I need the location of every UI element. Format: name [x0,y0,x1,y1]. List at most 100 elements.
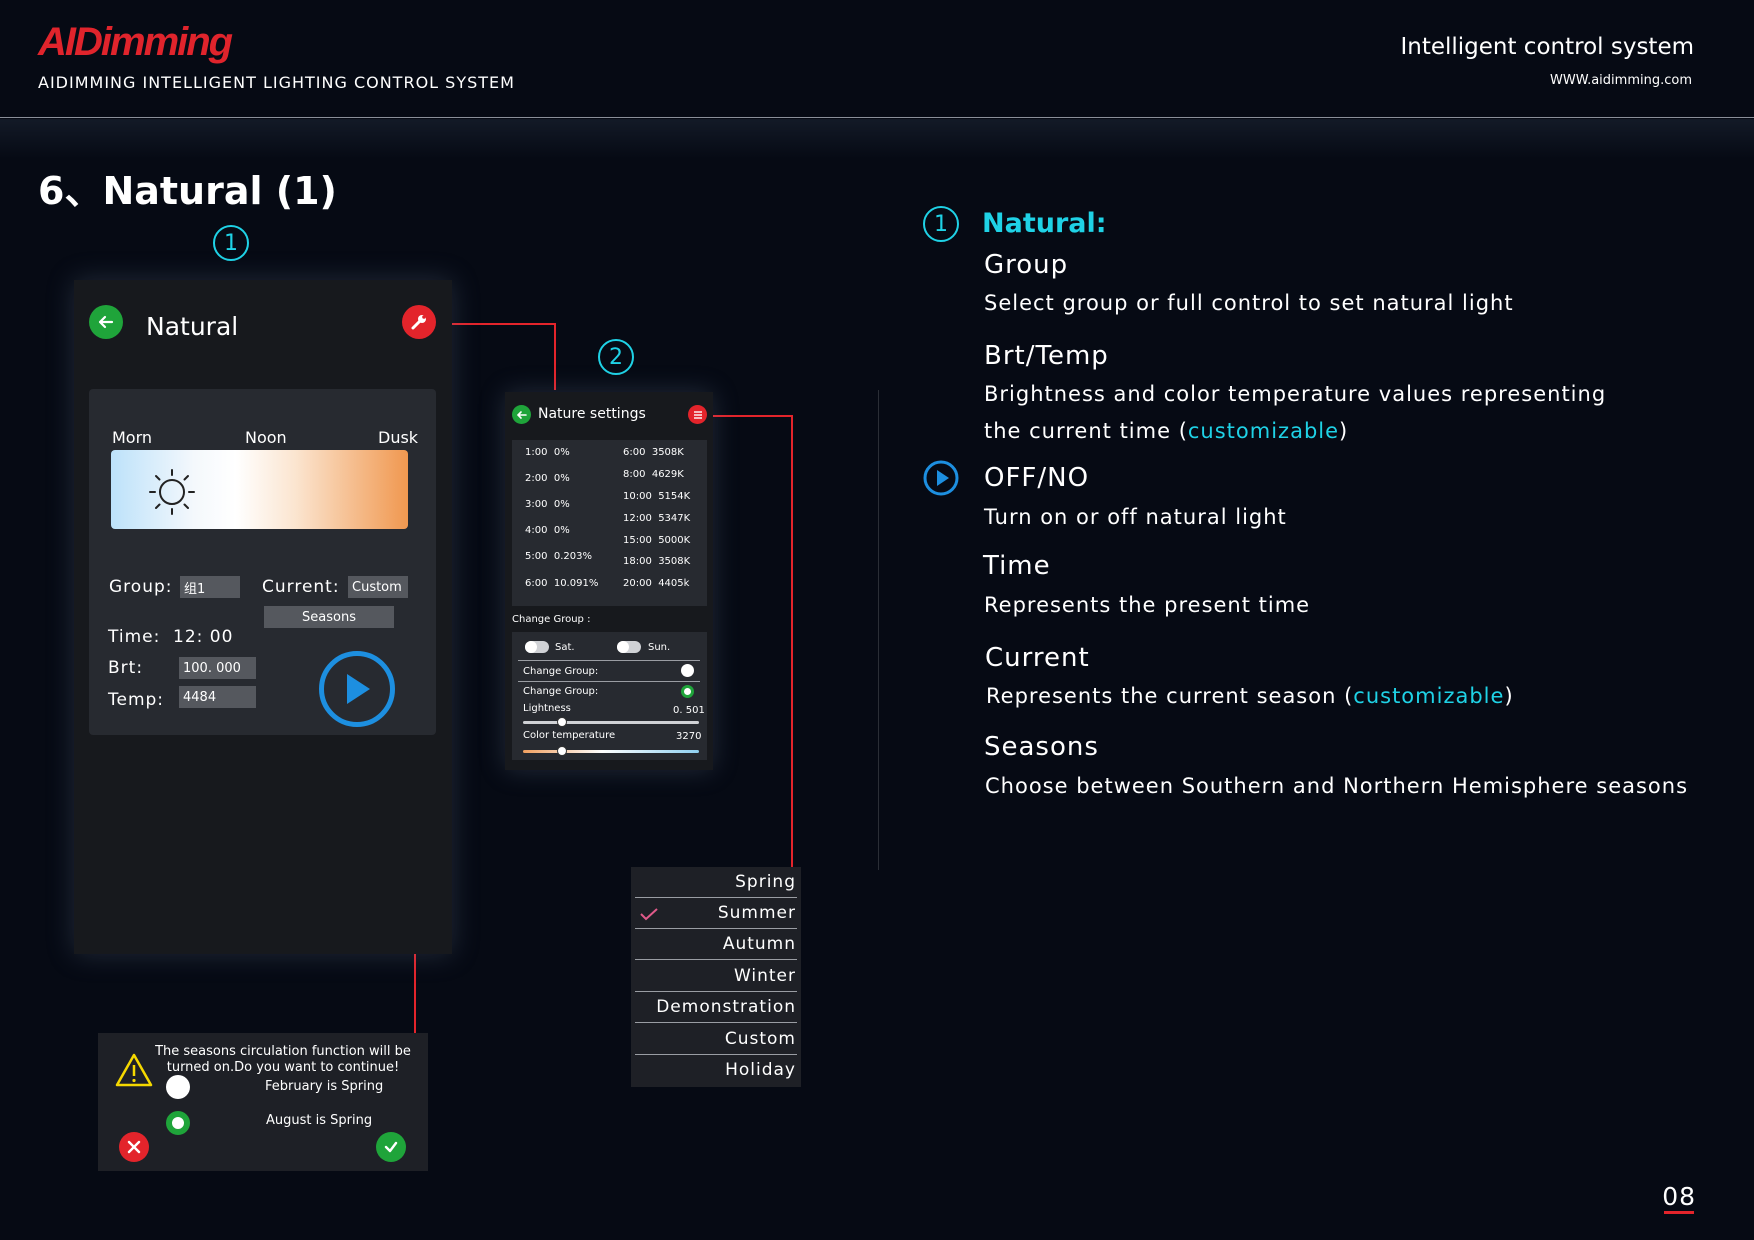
check-icon [384,1141,398,1153]
season-option-holiday[interactable]: Holiday [725,1060,796,1080]
divider [635,959,797,960]
dialog-confirm-button[interactable] [376,1132,406,1162]
group-radio-2[interactable] [681,685,694,698]
group-heading: Group [984,250,1069,280]
sun-label: Sun. [648,642,671,653]
settings-menu-button[interactable] [688,405,707,424]
arrow-left-icon [98,315,114,329]
season-option-spring[interactable]: Spring [735,872,796,892]
brightness-row[interactable]: 6:00 10.091% [525,578,599,589]
brightness-row[interactable]: 2:00 0% [525,473,570,484]
settings-back-button[interactable] [512,405,531,424]
label-noon: Noon [245,428,287,447]
divider [635,928,797,929]
warning-icon [115,1053,153,1087]
header-bar [0,0,1754,118]
divider [518,660,700,661]
brightness-row[interactable]: 4:00 0% [525,525,570,536]
group-radio-1[interactable] [681,664,694,677]
divider [635,1054,797,1055]
group-description: Select group or full control to set natu… [984,291,1514,315]
page-title: 6、Natural (1) [38,169,337,213]
temperature-row[interactable]: 20:00 4405k [623,578,690,589]
dialog-message-line1: The seasons circulation function will be [155,1044,411,1059]
brightness-row[interactable]: 5:00 0.203% [525,551,592,562]
column-divider [878,390,879,870]
brightness-row[interactable]: 1:00 0% [525,447,570,458]
lightness-value: 0. 501 [673,705,705,716]
settings-button[interactable] [402,305,436,339]
divider [635,1022,797,1023]
time-description: Represents the present time [984,593,1311,617]
current-description: Represents the current season (customiza… [986,684,1514,708]
current-season-field[interactable]: Custom [348,576,408,598]
seasons-heading: Seasons [984,732,1099,762]
season-option-winter[interactable]: Winter [733,966,796,986]
sat-toggle[interactable] [525,641,549,653]
brightness-row[interactable]: 3:00 0% [525,499,570,510]
option-february-label: February is Spring [265,1079,384,1094]
header-shadow [0,119,1754,159]
brand-subtitle: AIDIMMING INTELLIGENT LIGHTING CONTROL S… [38,73,515,92]
time-heading: Time [983,551,1051,581]
sun-toggle[interactable] [617,641,641,653]
schedule-table [512,440,707,606]
change-group-heading: Change Group : [512,614,591,625]
group-field[interactable]: 组1 [180,576,240,598]
marker-2: 2 [598,339,634,375]
temperature-row[interactable]: 8:00 4629K [623,469,684,480]
lightness-slider[interactable] [523,721,699,724]
color-temp-label: Color temperature [523,730,616,741]
play-toggle-button[interactable] [319,651,395,727]
season-option-demonstration[interactable]: Demonstration [656,997,796,1017]
sun-icon [149,469,195,515]
brt-label: Brt: [108,658,144,678]
brt-temp-description-line2: the current time (customizable) [984,419,1349,443]
group-label: Group: [109,577,173,597]
page-number: 08 [1662,1182,1696,1211]
season-option-summer[interactable]: Summer [717,903,796,923]
natural-heading: Natural: [982,208,1107,239]
label-dusk: Dusk [378,428,419,447]
temperature-row[interactable]: 15:00 5000K [623,535,691,546]
current-label: Current: [262,577,340,597]
play-icon [347,674,370,704]
brt-temp-description-line1: Brightness and color temperature values … [984,382,1607,406]
divider [635,991,797,992]
option-february-radio[interactable] [166,1075,190,1099]
header-url: WWW.aidimming.com [1550,73,1692,88]
lightness-slider-handle[interactable] [556,717,567,727]
dialog-cancel-button[interactable] [119,1132,149,1162]
option-august-label: August is Spring [266,1113,373,1128]
temp-field[interactable]: 4484 [179,686,256,708]
current-heading: Current [985,643,1090,673]
divider [635,897,797,898]
temperature-row[interactable]: 18:00 3508K [623,556,691,567]
color-temp-slider-handle[interactable] [556,746,567,756]
option-august-radio[interactable] [166,1111,190,1135]
season-option-custom[interactable]: Custom [724,1029,796,1049]
off-no-heading: OFF/NO [984,463,1090,493]
checkmark-icon [640,908,658,921]
settings-title: Nature settings [538,406,646,422]
toggle-knob [525,641,537,653]
back-button[interactable] [89,305,123,339]
temperature-row[interactable]: 12:00 5347K [623,513,691,524]
close-icon [127,1140,141,1154]
time-value: 12: 00 [173,627,234,647]
sat-label: Sat. [555,642,575,653]
brt-field[interactable]: 100. 000 [179,657,256,679]
toggle-knob [617,641,629,653]
screen-title: Natural [146,312,239,341]
wrench-icon [411,315,426,330]
change-group-option-2: Change Group: [523,686,599,697]
temperature-row[interactable]: 6:00 3508K [623,447,684,458]
color-temp-slider[interactable] [523,750,699,753]
header-title: Intelligent control system [1400,34,1694,60]
brt-temp-heading: Brt/Temp [984,341,1109,371]
temperature-row[interactable]: 10:00 5154K [623,491,691,502]
seasons-button[interactable]: Seasons [264,606,394,628]
season-option-autumn[interactable]: Autumn [722,934,796,954]
off-no-description: Turn on or off natural light [984,505,1287,529]
temp-label: Temp: [108,690,165,710]
